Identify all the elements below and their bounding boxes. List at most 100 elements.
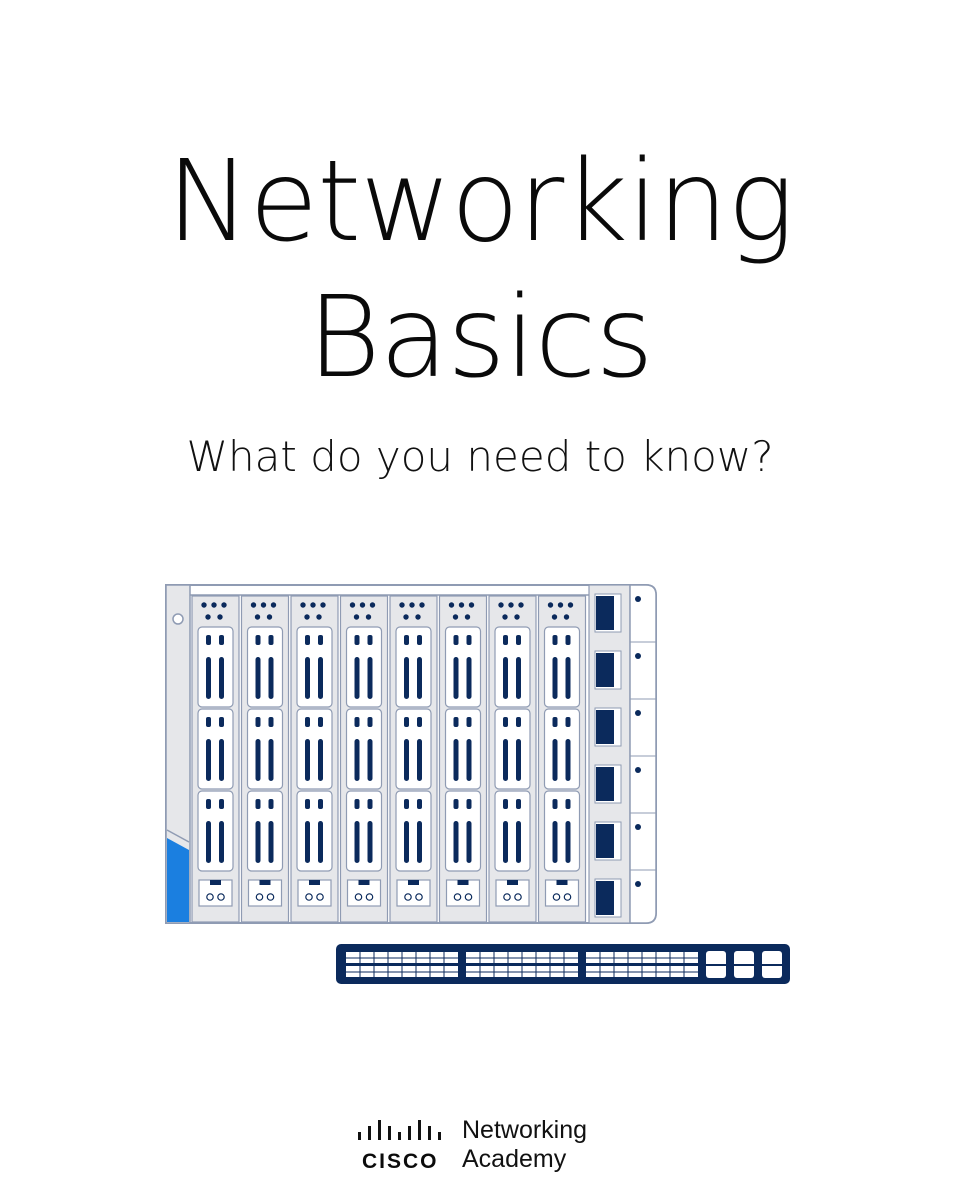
drive-bay (197, 790, 234, 872)
slot-led (304, 614, 310, 620)
drive-bay (296, 790, 333, 872)
drive-vent (255, 739, 261, 781)
drive-indicator (503, 717, 508, 727)
latch-hole (305, 893, 313, 901)
drive-indicator (466, 799, 472, 809)
drive-vent (565, 657, 571, 699)
latch-hole (316, 893, 324, 901)
drive-indicator (516, 799, 521, 809)
slot-led (316, 614, 322, 620)
drive-bay (296, 626, 333, 708)
slot-led (353, 614, 360, 620)
port-column (588, 584, 631, 924)
drive-indicator (367, 717, 373, 727)
drive-indicator (417, 799, 422, 809)
drive-vent (219, 821, 224, 863)
drive-vent (354, 821, 360, 863)
drive-indicator (453, 717, 459, 727)
sfp-module (596, 653, 614, 687)
drive-indicator (318, 635, 323, 645)
drive-bay (395, 790, 432, 872)
drive-indicator (367, 799, 373, 809)
drive-indicator (354, 799, 360, 809)
latch-hole (415, 893, 423, 901)
drive-bay (494, 790, 531, 872)
slot-led (409, 602, 415, 608)
slot-latch (544, 879, 580, 907)
drive-indicator (255, 717, 261, 727)
drive-bay (395, 708, 432, 790)
network-hardware-illustration (165, 584, 790, 984)
drive-bay (444, 790, 482, 872)
drive-indicator (219, 635, 224, 645)
drive-vent (466, 657, 472, 699)
drive-vent (268, 821, 274, 863)
chassis-slot (240, 595, 290, 923)
drive-bay (345, 708, 383, 790)
drive-indicator (565, 635, 571, 645)
drive-indicator (516, 635, 521, 645)
drive-indicator (552, 717, 558, 727)
latch-hole (464, 893, 473, 901)
drive-indicator (318, 717, 323, 727)
drive-bay (246, 790, 284, 872)
drive-indicator (367, 635, 373, 645)
latch-tab (309, 880, 320, 885)
drive-bay (494, 708, 531, 790)
latch-hole (453, 893, 462, 901)
drive-indicator (354, 635, 360, 645)
chassis-slot (537, 595, 587, 923)
cisco-bridge-icon (358, 1120, 441, 1140)
slot-led (419, 602, 425, 608)
drive-vent (565, 821, 571, 863)
drive-vent (206, 821, 211, 863)
drive-indicator (453, 635, 459, 645)
drive-indicator (305, 799, 310, 809)
drive-indicator (417, 717, 422, 727)
latch-tab (259, 880, 271, 885)
drive-vent (516, 739, 521, 781)
drive-bay (296, 708, 333, 790)
drive-bay (197, 626, 234, 708)
drive-indicator (565, 799, 571, 809)
slot-latch (247, 879, 283, 907)
slot-led (320, 602, 326, 608)
drive-vent (417, 739, 422, 781)
slot-led (260, 602, 267, 608)
latch-hole (503, 893, 511, 901)
drive-vent (255, 657, 261, 699)
latch-hole (217, 893, 225, 901)
drive-indicator (268, 799, 274, 809)
slot-led (458, 602, 465, 608)
drive-indicator (354, 717, 360, 727)
drive-indicator (305, 717, 310, 727)
chassis-slot (191, 595, 240, 923)
chassis-slot (389, 595, 438, 923)
drive-vent (219, 657, 224, 699)
drive-indicator (552, 799, 558, 809)
drive-indicator (404, 635, 409, 645)
slot-led (464, 614, 471, 620)
drive-vent (503, 739, 508, 781)
drive-bay (395, 626, 432, 708)
slot-led (270, 602, 277, 608)
drive-vent (206, 657, 211, 699)
drive-indicator (318, 799, 323, 809)
slot-led (448, 602, 455, 608)
drive-vent (367, 821, 373, 863)
port-led (635, 767, 641, 773)
drive-vent (255, 821, 261, 863)
slot-led (415, 614, 421, 620)
sfp-module (596, 767, 614, 801)
drive-indicator (552, 635, 558, 645)
drive-vent (268, 739, 274, 781)
chassis-slot (438, 595, 488, 923)
drive-vent (219, 739, 224, 781)
drive-vent (466, 739, 472, 781)
drive-vent (453, 739, 459, 781)
drive-vent (552, 657, 558, 699)
drive-vent (367, 739, 373, 781)
handle-screw (172, 613, 184, 625)
drive-indicator (466, 635, 472, 645)
slot-led (217, 614, 223, 620)
